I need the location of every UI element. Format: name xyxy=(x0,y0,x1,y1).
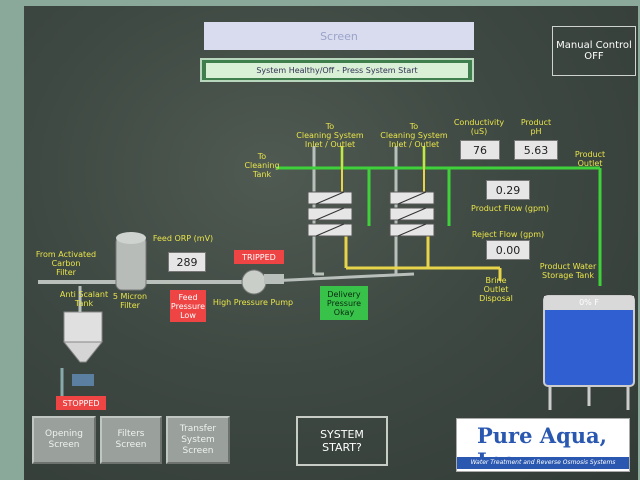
system-start-label: SYSTEM START? xyxy=(320,428,364,454)
product-ph-label: Product pH xyxy=(520,118,552,136)
conductivity-readout: 76 xyxy=(460,140,500,160)
reject-flow-label: Reject Flow (gpm) xyxy=(471,230,545,239)
micron-filter-label: 5 Micron Filter xyxy=(112,292,148,310)
membrane-bank-2 xyxy=(389,191,435,237)
logo-tagline: Water Treatment and Reverse Osmosis Syst… xyxy=(457,457,629,469)
filters-screen-button[interactable]: Filters Screen xyxy=(100,416,162,464)
membrane-bank-1 xyxy=(307,191,353,237)
pump-tripped-alarm: TRIPPED xyxy=(234,250,284,264)
transfer-system-screen-button[interactable]: Transfer System Screen xyxy=(166,416,230,464)
from-carbon-filter-label: From Activated Carbon Filter xyxy=(35,250,97,277)
manual-control-label: Manual Control OFF xyxy=(556,40,632,62)
system-status-bar: System Healthy/Off - Press System Start xyxy=(200,58,474,82)
delivery-pressure-ok-indicator: Delivery Pressure Okay xyxy=(320,286,368,320)
hmi-screen: Screen System Healthy/Off - Press System… xyxy=(24,6,638,480)
to-cleaning-tank-label: To Cleaning Tank xyxy=(244,152,280,179)
feed-pressure-low-alarm: Feed Pressure Low xyxy=(170,290,206,322)
screen-title: Screen xyxy=(204,22,474,50)
company-logo: Pure Aqua, Inc. Water Treatment and Reve… xyxy=(456,418,630,473)
opening-screen-button[interactable]: Opening Screen xyxy=(32,416,96,464)
high-pressure-pump xyxy=(241,269,284,295)
system-status-text: System Healthy/Off - Press System Start xyxy=(206,62,468,78)
product-flow-label: Product Flow (gpm) xyxy=(471,204,549,213)
ph-readout: 5.63 xyxy=(514,140,558,160)
product-storage-tank xyxy=(543,295,635,410)
anti-scalant-tank xyxy=(60,286,104,398)
to-cleaning-inlet-label-1: To Cleaning System Inlet / Outlet xyxy=(296,122,364,149)
brine-outlet-label: Brine Outlet Disposal xyxy=(479,276,513,303)
process-diagram xyxy=(38,146,635,410)
dosing-stopped-alarm: STOPPED xyxy=(56,396,106,410)
product-outlet-label: Product Outlet xyxy=(574,150,606,168)
reject-flow-readout: 0.00 xyxy=(486,240,530,260)
manual-control-button[interactable]: Manual Control OFF xyxy=(552,26,636,76)
tank-level-label: 0% F xyxy=(579,298,599,307)
product-water-tank-label: Product Water Storage Tank xyxy=(539,262,597,280)
product-flow-readout: 0.29 xyxy=(486,180,530,200)
anti-scalant-label: Anti Scalant Tank xyxy=(59,290,109,308)
feed-orp-readout: 289 xyxy=(168,252,206,272)
feed-orp-label: Feed ORP (mV) xyxy=(152,234,214,243)
micron-filter-vessel xyxy=(115,232,147,291)
system-start-button[interactable]: SYSTEM START? xyxy=(296,416,388,466)
conductivity-label: Conductivity (uS) xyxy=(453,118,505,136)
to-cleaning-inlet-label-2: To Cleaning System Inlet / Outlet xyxy=(380,122,448,149)
high-pressure-pump-label: High Pressure Pump xyxy=(212,298,294,307)
